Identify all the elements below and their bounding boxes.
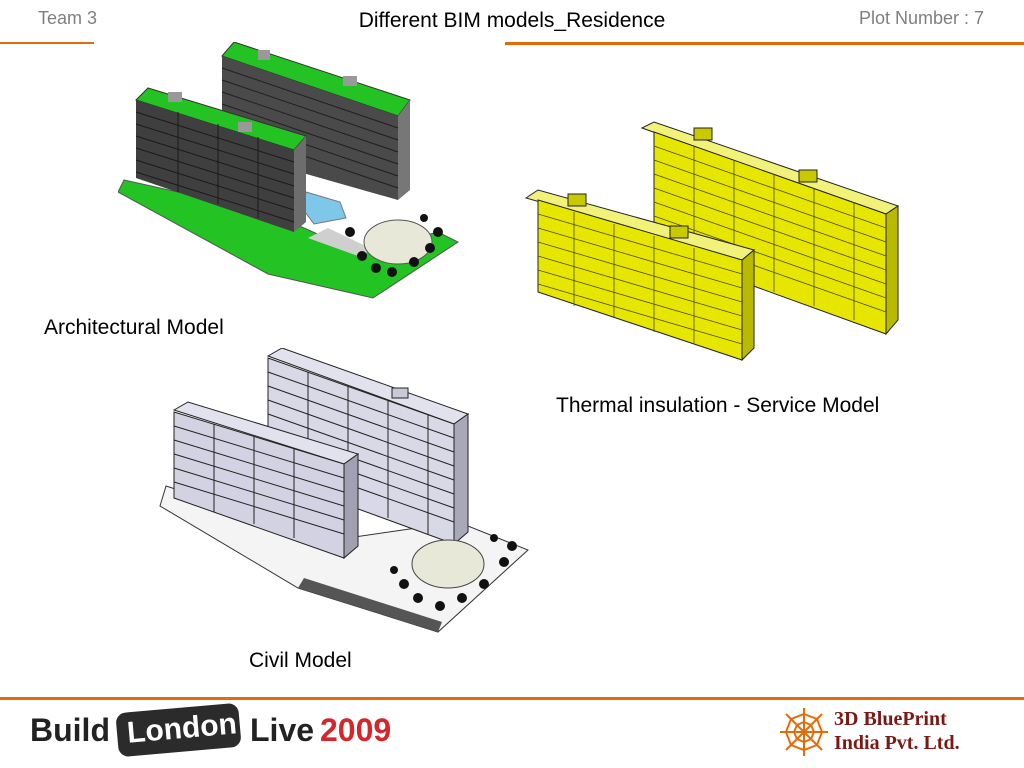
company-name-line2: India Pvt. Ltd.	[834, 732, 960, 754]
team-label: Team 3	[38, 8, 98, 28]
header-rule-left	[0, 42, 94, 44]
header-rule-right	[505, 42, 1024, 45]
footer-rule	[0, 697, 1024, 700]
logo-word-build: Build	[30, 712, 110, 748]
thermal-service-model-image	[524, 121, 900, 362]
civil-model-image	[159, 348, 529, 633]
slide-title: Different BIM models_Residence	[358, 9, 666, 32]
company-logo: 3D BluePrint India Pvt. Ltd.	[776, 704, 1006, 760]
build-london-live-logo: Build London Live 2009	[30, 702, 410, 758]
plot-number-label: Plot Number : 7	[858, 8, 984, 28]
spider-web-icon	[780, 708, 828, 756]
logo-word-live: Live	[250, 712, 315, 748]
architectural-model-image	[118, 42, 459, 299]
logo-year: 2009	[320, 712, 392, 748]
caption-architectural-model: Architectural Model	[44, 316, 224, 339]
caption-thermal-service-model: Thermal insulation - Service Model	[556, 394, 880, 417]
caption-civil-model: Civil Model	[249, 649, 352, 672]
company-name-line1: 3D BluePrint	[834, 708, 947, 730]
